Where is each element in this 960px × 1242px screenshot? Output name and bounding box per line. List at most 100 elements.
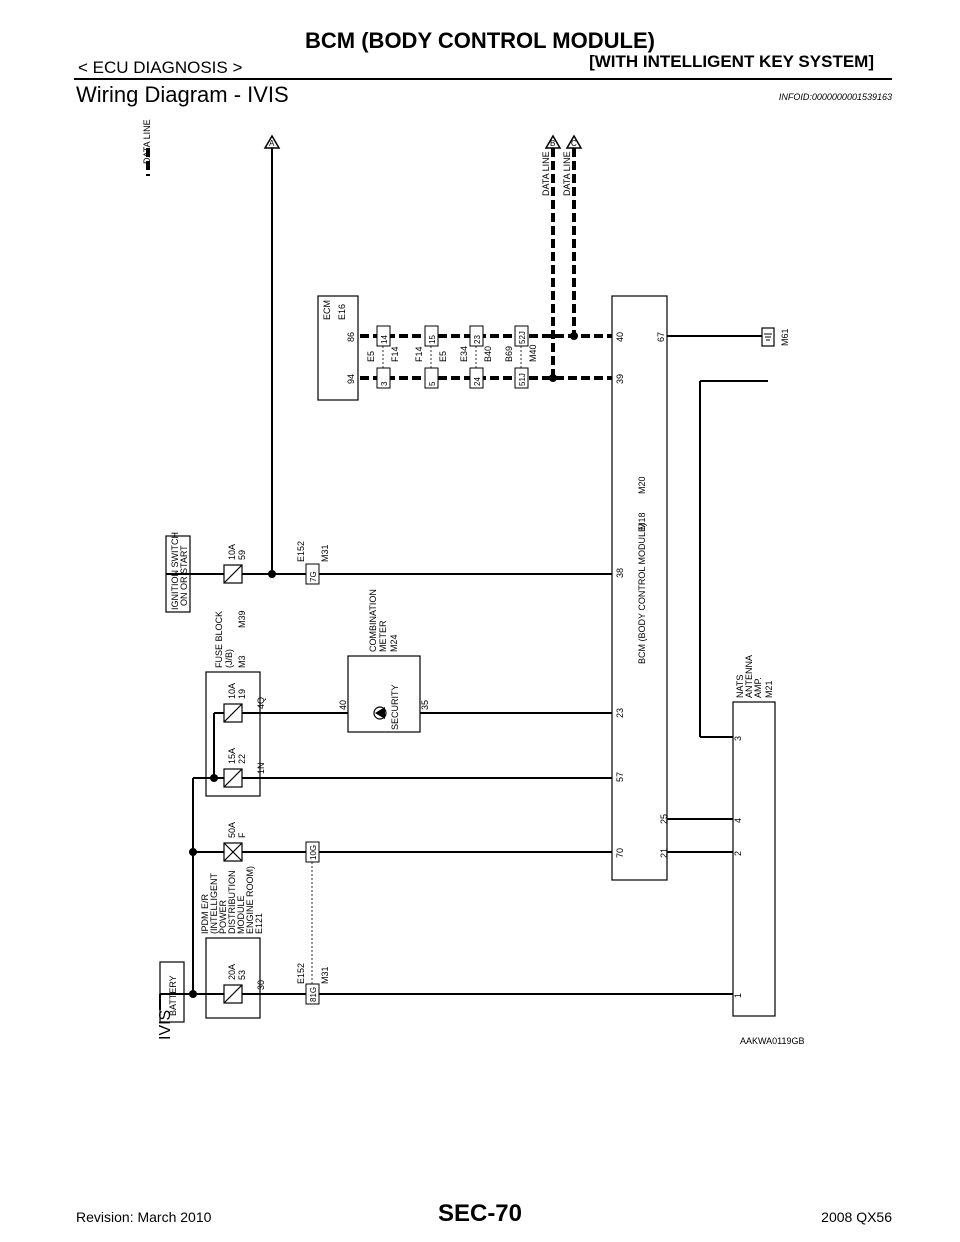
fuse-50a-rating: 50A xyxy=(227,822,237,838)
junction-f14-e5-pin-b: 15 xyxy=(428,335,437,344)
nats-pin-1: 1 xyxy=(733,993,743,998)
ipdm-line-1: IPDM E/R xyxy=(200,893,210,934)
nats-pin-4: 4 xyxy=(733,818,743,823)
bcm-connector-1: M18 xyxy=(637,512,647,530)
connector-a-arrow xyxy=(263,134,281,149)
junction-e5-f14-to: F14 xyxy=(390,346,400,362)
bcm-pin-25: 25 xyxy=(659,814,669,824)
pin-fb-15a: 1N xyxy=(256,762,266,774)
bcm-pin-38: 38 xyxy=(615,568,625,578)
system-label: IVIS xyxy=(157,1010,174,1040)
junction-e152-81g-to: M31 xyxy=(320,966,330,984)
meter-line-2: METER xyxy=(378,620,388,652)
section-label: < ECU DIAGNOSIS > xyxy=(78,58,243,77)
ignition-box xyxy=(165,535,191,613)
connector-e5-f14-b xyxy=(376,367,391,389)
connector-e5-f14-a xyxy=(376,325,391,347)
connector-e152-7g xyxy=(305,563,320,585)
connector-e34-b40-b xyxy=(469,367,484,389)
connector-c-label: C xyxy=(571,139,577,148)
battery-label: BATTERY xyxy=(168,975,178,1016)
footer-model: 2008 QX56 xyxy=(821,1209,892,1225)
data-line-b-label: DATA LINE xyxy=(541,151,551,196)
bcm-box xyxy=(611,295,668,881)
header-rule xyxy=(74,78,892,80)
fuse-block-box xyxy=(205,671,261,797)
ipdm-line-6: ENGINE ROOM) xyxy=(245,866,255,934)
junction-b69-m40-to: M40 xyxy=(528,344,538,362)
junction-f14-e5-pin-a: 5 xyxy=(428,381,437,386)
nats-line-3: AMP. xyxy=(753,677,763,698)
fuse-10a-ign-number: 59 xyxy=(237,550,247,560)
connector-e34-b40-a xyxy=(469,325,484,347)
meter-pin-35: 35 xyxy=(420,700,430,710)
ecm-box xyxy=(317,295,359,401)
ipdm-box xyxy=(205,937,261,1019)
ground-connector-label: M61 xyxy=(780,328,790,346)
fuse-50a-number: F xyxy=(237,832,247,838)
ipdm-line-2: (INTELLIGENT xyxy=(209,872,219,934)
legend-data-line-label: DATA LINE xyxy=(142,119,152,164)
nats-line-1: NATS xyxy=(735,675,745,698)
junction-f14-e5-from: F14 xyxy=(414,346,424,362)
fuse-15a-rating: 15A xyxy=(227,748,237,764)
fuse-10a-fb-rating: 10A xyxy=(227,683,237,699)
junction-e152-81g-from: E152 xyxy=(296,963,306,984)
ecm-label: ECM xyxy=(322,300,332,320)
section-heading: Wiring Diagram - IVIS xyxy=(76,82,289,107)
junction-b69-m40-pin-a: 51J xyxy=(518,373,527,386)
fuse-10a-fb-number: 19 xyxy=(237,689,247,699)
meter-pin-40: 40 xyxy=(338,700,348,710)
page-title: BCM (BODY CONTROL MODULE) xyxy=(305,28,655,53)
junction-dot xyxy=(570,332,578,340)
fuse-block-connector-2: M39 xyxy=(237,610,247,628)
meter-lamp-label: SECURITY xyxy=(390,684,400,730)
bcm-connector-2: M20 xyxy=(637,476,647,494)
connector-f14-e5-b xyxy=(424,367,439,389)
bcm-pin-39: 39 xyxy=(615,374,625,384)
bcm-pin-23: 23 xyxy=(615,708,625,718)
meter-connector: M24 xyxy=(389,634,399,652)
junction-e34-b40-to: B40 xyxy=(483,346,493,362)
junction-b69-m40-pin-b: 52J xyxy=(518,331,527,344)
battery-box xyxy=(159,961,185,1023)
junction-b69-m40-from: B69 xyxy=(504,346,514,362)
ground-icon xyxy=(764,333,772,341)
nats-box xyxy=(732,701,776,1017)
nats-line-2: ANTENNA xyxy=(744,655,754,698)
junction-e34-b40-pin-a: 24 xyxy=(473,377,482,386)
connector-a-label: A xyxy=(269,139,275,148)
junction-e152-81g-pin: 81G xyxy=(309,987,318,1002)
junction-dot xyxy=(549,374,557,382)
fuse-15a-number: 22 xyxy=(237,754,247,764)
nats-pin-3: 3 xyxy=(733,736,743,741)
pin-fb-10a: 4Q xyxy=(256,697,266,709)
fuse-10a-ign-rating: 10A xyxy=(227,544,237,560)
junction-e152-7g-pin: 7G xyxy=(309,571,318,582)
junction-e34-b40-pin-b: 23 xyxy=(473,335,482,344)
junction-e152-7g-to: M31 xyxy=(320,544,330,562)
connector-f14-e5-a xyxy=(424,325,439,347)
junction-10g-pin: 10G xyxy=(309,845,318,860)
junction-e5-f14-pin-b: 14 xyxy=(380,335,389,344)
figure-code: AAKWA0119GB xyxy=(740,1036,805,1046)
junction-e5-f14-from: E5 xyxy=(366,351,376,362)
ignition-line-2: ON OR START xyxy=(179,545,189,606)
junction-dot xyxy=(268,570,276,578)
bcm-pin-21: 21 xyxy=(659,848,669,858)
fuse-20a-number: 53 xyxy=(237,970,247,980)
bcm-label: BCM (BODY CONTROL MODULE) xyxy=(637,523,647,664)
nats-pin-2: 2 xyxy=(733,851,743,856)
fuse-20a-rating: 20A xyxy=(227,964,237,980)
ground-connector-box xyxy=(761,327,775,347)
connector-b69-m40-b xyxy=(514,367,529,389)
info-id: INFOID:0000000001539163 xyxy=(778,92,892,102)
fuse-block-line-2: (J/B) xyxy=(224,649,234,668)
bcm-pin-70: 70 xyxy=(615,848,625,858)
fuse-block-line-1: FUSE BLOCK xyxy=(214,611,224,668)
pin-ipdm-out: 30 xyxy=(256,980,266,990)
ipdm-line-3: POWER xyxy=(218,899,228,934)
ecm-connector: E16 xyxy=(337,304,347,320)
junction-dot xyxy=(210,774,218,782)
